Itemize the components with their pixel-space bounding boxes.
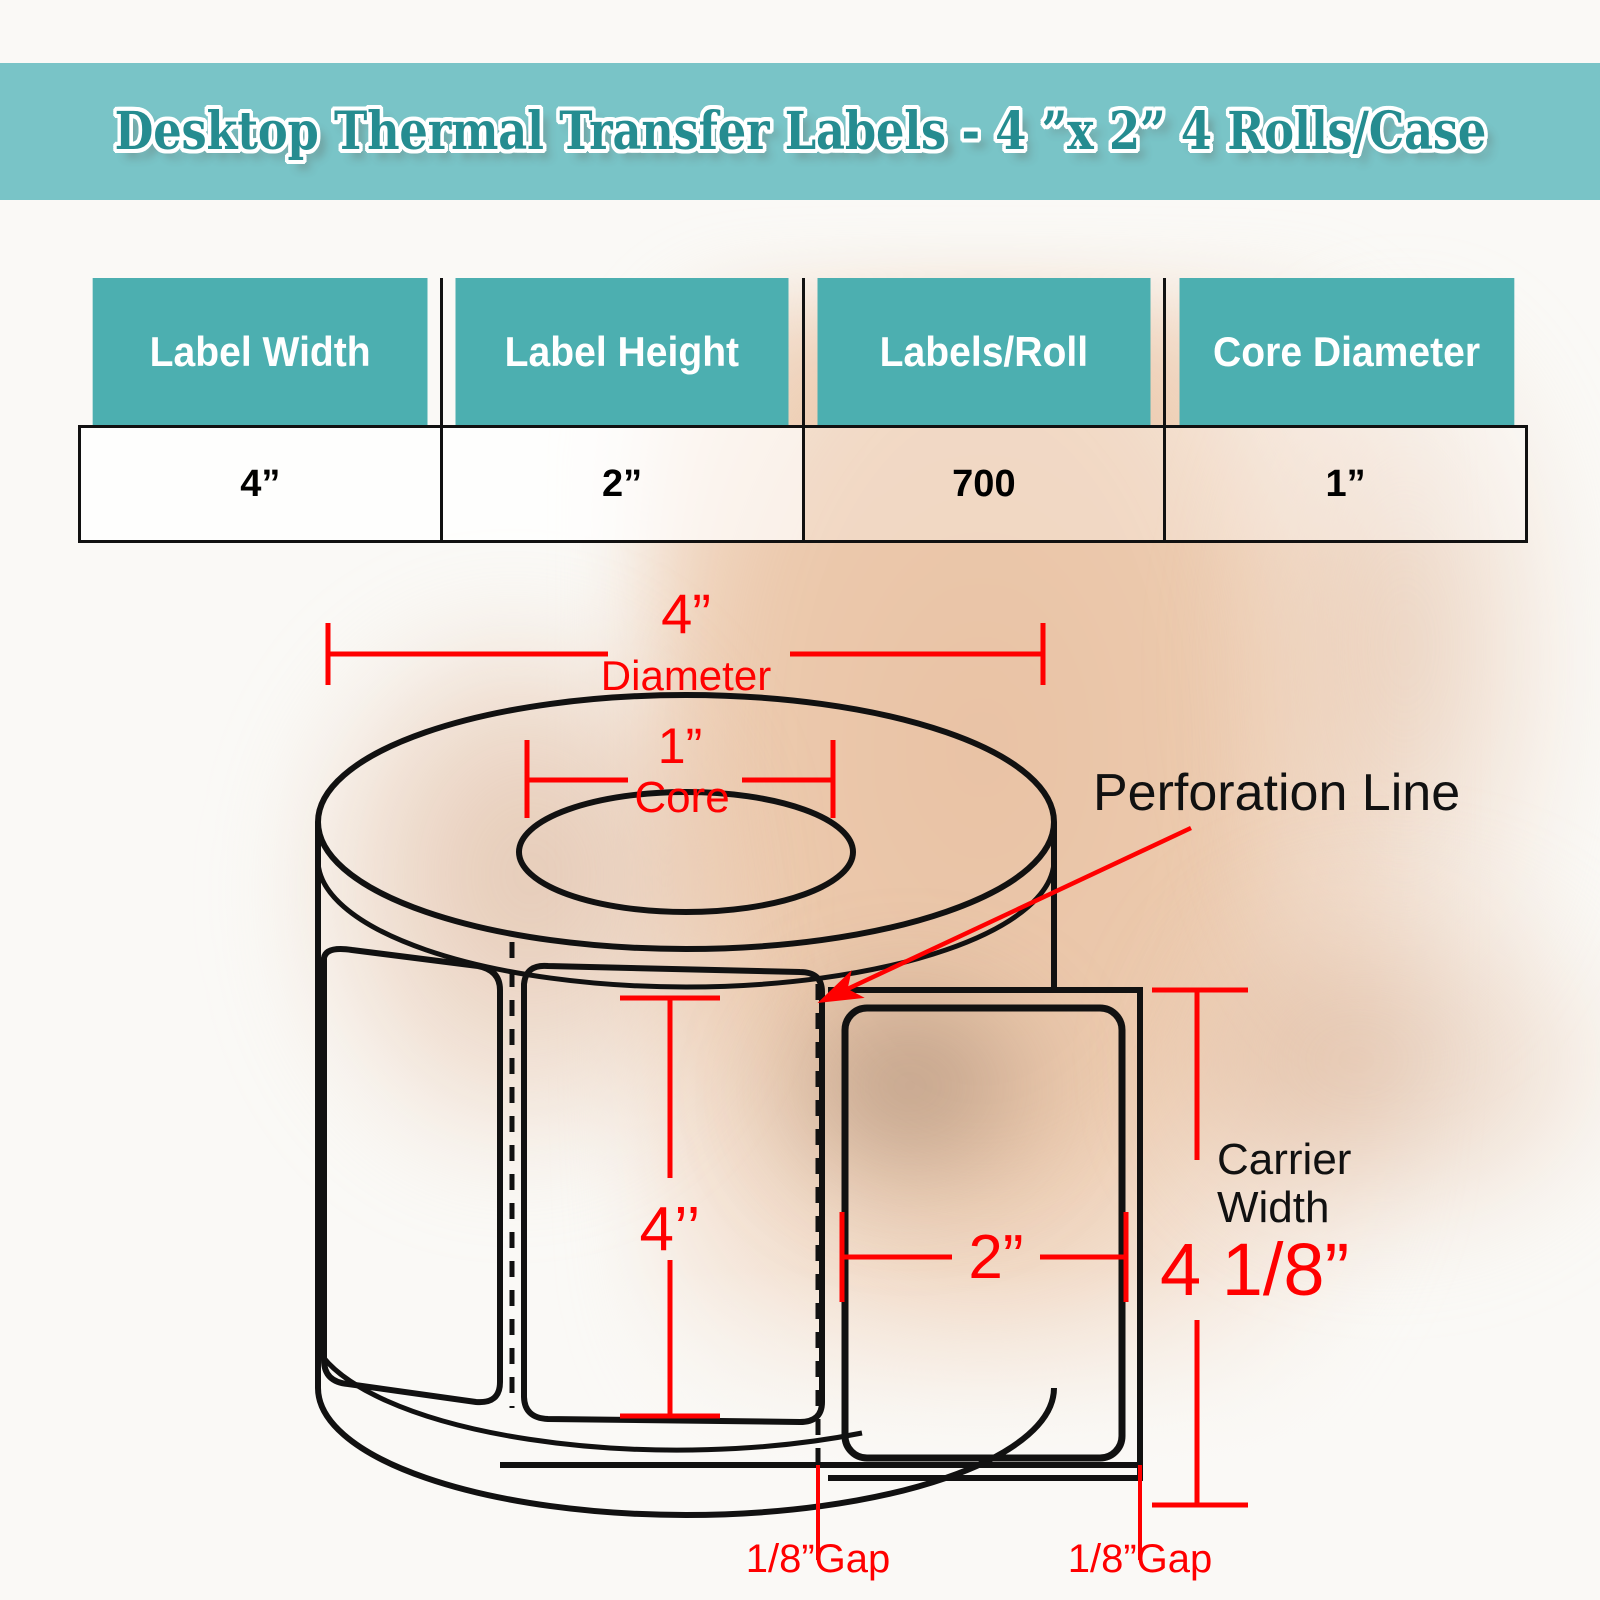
- spec-header-labels-roll: Labels/Roll: [814, 278, 1154, 427]
- spec-value-label-width: 4”: [78, 425, 443, 543]
- core-label: Core: [634, 773, 729, 822]
- spec-table: Label Width Label Height Labels/Roll Cor…: [78, 278, 1528, 543]
- core-value: 1”: [658, 718, 702, 774]
- spec-header-core-diameter: Core Diameter: [1176, 278, 1514, 427]
- spec-header-label-height: Label Height: [452, 278, 792, 427]
- spec-table-value-row: 4” 2” 700 1”: [78, 425, 1528, 543]
- spec-value-core-diameter: 1”: [1163, 425, 1528, 543]
- core-dimension: 1” Core: [524, 718, 836, 822]
- spec-value-label-height: 2”: [439, 425, 805, 543]
- spec-header-label-width: Label Width: [92, 278, 430, 427]
- spec-table-header-row: Label Width Label Height Labels/Roll Cor…: [80, 278, 1527, 427]
- banner-title-text: Desktop Thermal Transfer Labels - 4 ”x 2…: [114, 101, 1486, 162]
- title-banner: Desktop Thermal Transfer Labels - 4 ”x 2…: [0, 63, 1600, 200]
- spec-value-labels-roll: 700: [801, 425, 1167, 543]
- core-dimension-overlay: 1” Core: [524, 718, 836, 822]
